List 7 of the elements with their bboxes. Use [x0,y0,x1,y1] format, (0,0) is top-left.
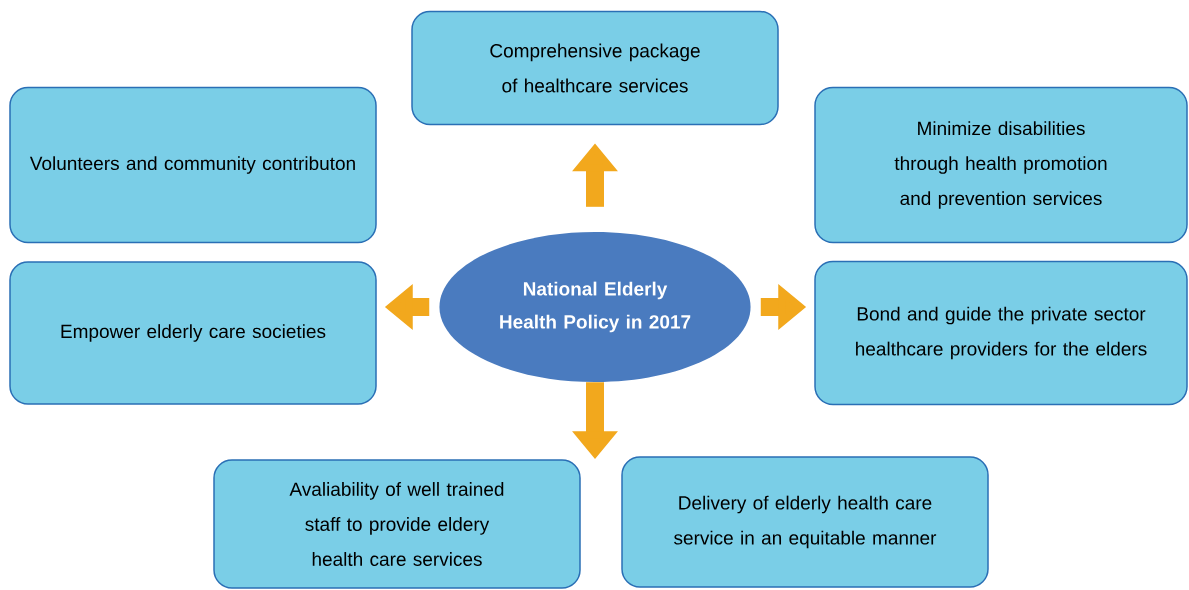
text-box: Comprehensive package of healthcare services [411,10,779,126]
text-box: Delivery of elderly health care service in an equitable manner [621,456,989,588]
text-box: Avaliability of well trained staff to provide eldery health care services [213,459,581,589]
text-box: Volunteers and community contributon [9,86,377,244]
text-box: Empower elderly care societies [9,261,377,405]
text-box: Minimize disabilities through health promotion and prevention services [814,86,1188,244]
text-box: Bond and guide the private sector healthcare providers for the elders [814,260,1188,406]
